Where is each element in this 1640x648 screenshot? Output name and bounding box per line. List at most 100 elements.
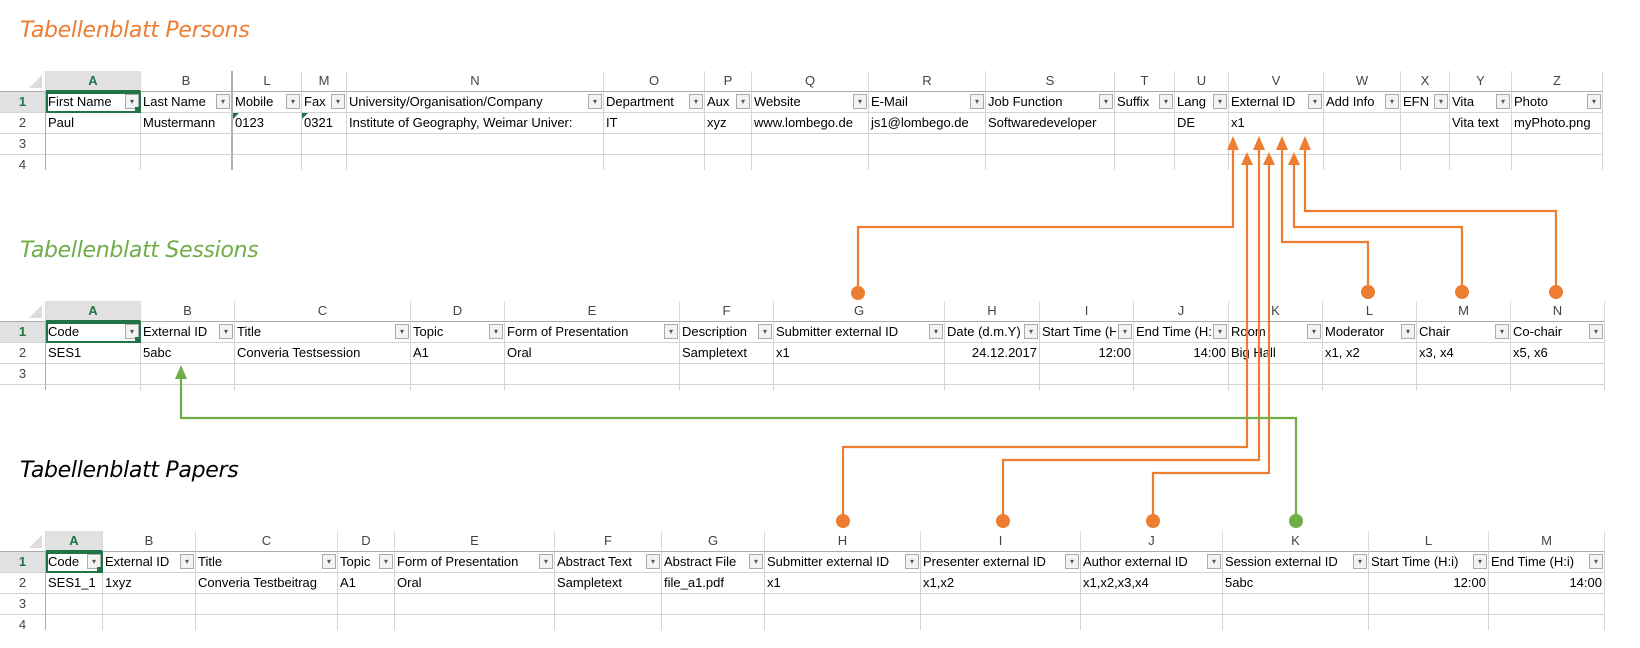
header-cell-I[interactable]: Start Time (H:i)▾ (1040, 322, 1134, 343)
column-header-M[interactable]: M (1489, 531, 1605, 552)
filter-dropdown-icon[interactable]: ▾ (1589, 324, 1603, 339)
filter-dropdown-icon[interactable]: ▾ (286, 94, 300, 109)
filter-dropdown-icon[interactable]: ▾ (1434, 94, 1448, 109)
cell-H3[interactable] (765, 594, 921, 615)
column-header-E[interactable]: E (505, 301, 680, 322)
cell-J4[interactable] (1134, 385, 1229, 390)
row-header-1[interactable]: 1 (0, 322, 46, 343)
column-header-C[interactable]: C (235, 301, 411, 322)
header-cell-A[interactable]: Code▾ (46, 322, 141, 343)
cell-G3[interactable] (774, 364, 945, 385)
cell-J3[interactable] (1134, 364, 1229, 385)
cell-C4[interactable] (235, 385, 411, 390)
cell-M2[interactable]: x3, x4 (1417, 343, 1511, 364)
cell-H4[interactable] (945, 385, 1040, 390)
header-cell-I[interactable]: Presenter external ID▾ (921, 552, 1081, 573)
cell-O2[interactable]: IT (604, 113, 705, 134)
cell-X2[interactable] (1401, 113, 1450, 134)
cell-Q4[interactable] (752, 155, 869, 170)
cell-X4[interactable] (1401, 155, 1450, 170)
header-cell-B[interactable]: Last Name▾ (141, 92, 233, 113)
cell-F4[interactable] (680, 385, 774, 390)
row-header-2[interactable]: 2 (0, 573, 46, 594)
filter-dropdown-icon[interactable]: ▾ (125, 324, 139, 339)
header-cell-D[interactable]: Topic▾ (338, 552, 395, 573)
cell-A3[interactable] (46, 134, 141, 155)
column-header-I[interactable]: I (1040, 301, 1134, 322)
column-header-O[interactable]: O (604, 71, 705, 92)
cell-E3[interactable] (395, 594, 555, 615)
cell-B3[interactable] (103, 594, 196, 615)
cell-D4[interactable] (411, 385, 505, 390)
cell-B3[interactable] (141, 364, 235, 385)
header-cell-Q[interactable]: Website▾ (752, 92, 869, 113)
cell-M2[interactable]: 14:00 (1489, 573, 1605, 594)
filter-dropdown-icon[interactable]: ▾ (664, 324, 678, 339)
cell-A4[interactable] (46, 155, 141, 170)
filter-dropdown-icon[interactable]: ▾ (539, 554, 553, 569)
cell-L4[interactable] (1323, 385, 1417, 390)
header-cell-E[interactable]: Form of Presentation▾ (395, 552, 555, 573)
column-header-E[interactable]: E (395, 531, 555, 552)
column-header-J[interactable]: J (1134, 301, 1229, 322)
cell-F2[interactable]: Sampletext (555, 573, 662, 594)
column-header-F[interactable]: F (555, 531, 662, 552)
column-header-Z[interactable]: Z (1512, 71, 1603, 92)
header-cell-N[interactable]: University/Organisation/Company▾ (347, 92, 604, 113)
header-cell-O[interactable]: Department▾ (604, 92, 705, 113)
column-header-Y[interactable]: Y (1450, 71, 1512, 92)
cell-L2[interactable]: 12:00 (1369, 573, 1489, 594)
header-cell-B[interactable]: External ID▾ (141, 322, 235, 343)
row-header-2[interactable]: 2 (0, 113, 46, 134)
filter-dropdown-icon[interactable]: ▾ (1401, 324, 1415, 339)
cell-L3[interactable] (233, 134, 302, 155)
filter-dropdown-icon[interactable]: ▾ (970, 94, 984, 109)
column-header-A[interactable]: A (46, 531, 103, 552)
column-header-F[interactable]: F (680, 301, 774, 322)
header-cell-A[interactable]: First Name▾ (46, 92, 141, 113)
column-header-M[interactable]: M (1417, 301, 1511, 322)
row-header-4[interactable]: 4 (0, 385, 46, 390)
select-all-corner[interactable] (0, 71, 46, 92)
filter-dropdown-icon[interactable]: ▾ (758, 324, 772, 339)
row-header-3[interactable]: 3 (0, 364, 46, 385)
header-cell-L[interactable]: Moderator▾ (1323, 322, 1417, 343)
filter-dropdown-icon[interactable]: ▾ (1213, 324, 1227, 339)
cell-G3[interactable] (662, 594, 765, 615)
cell-F3[interactable] (555, 594, 662, 615)
cell-Z3[interactable] (1512, 134, 1603, 155)
header-cell-G[interactable]: Abstract File▾ (662, 552, 765, 573)
cell-N3[interactable] (347, 134, 604, 155)
filter-dropdown-icon[interactable]: ▾ (689, 94, 703, 109)
header-cell-P[interactable]: Aux▾ (705, 92, 752, 113)
filter-dropdown-icon[interactable]: ▾ (646, 554, 660, 569)
column-header-B[interactable]: B (141, 71, 233, 92)
cell-L3[interactable] (1323, 364, 1417, 385)
cell-U3[interactable] (1175, 134, 1229, 155)
header-cell-B[interactable]: External ID▾ (103, 552, 196, 573)
filter-dropdown-icon[interactable]: ▾ (929, 324, 943, 339)
cell-W4[interactable] (1324, 155, 1401, 170)
cell-K2[interactable]: 5abc (1223, 573, 1369, 594)
column-header-D[interactable]: D (338, 531, 395, 552)
header-cell-L[interactable]: Start Time (H:i)▾ (1369, 552, 1489, 573)
cell-I3[interactable] (921, 594, 1081, 615)
column-header-G[interactable]: G (662, 531, 765, 552)
cell-F4[interactable] (555, 615, 662, 630)
filter-dropdown-icon[interactable]: ▾ (1496, 94, 1510, 109)
cell-B4[interactable] (141, 155, 233, 170)
cell-H2[interactable]: x1 (765, 573, 921, 594)
column-header-V[interactable]: V (1229, 71, 1324, 92)
filter-dropdown-icon[interactable]: ▾ (87, 554, 101, 569)
column-header-W[interactable]: W (1324, 71, 1401, 92)
cell-J2[interactable]: x1,x2,x3,x4 (1081, 573, 1223, 594)
filter-dropdown-icon[interactable]: ▾ (1024, 324, 1038, 339)
header-cell-M[interactable]: End Time (H:i)▾ (1489, 552, 1605, 573)
cell-C4[interactable] (196, 615, 338, 630)
filter-dropdown-icon[interactable]: ▾ (905, 554, 919, 569)
column-header-P[interactable]: P (705, 71, 752, 92)
filter-dropdown-icon[interactable]: ▾ (853, 94, 867, 109)
cell-N3[interactable] (1511, 364, 1605, 385)
filter-dropdown-icon[interactable]: ▾ (1308, 94, 1322, 109)
filter-dropdown-icon[interactable]: ▾ (125, 94, 139, 109)
